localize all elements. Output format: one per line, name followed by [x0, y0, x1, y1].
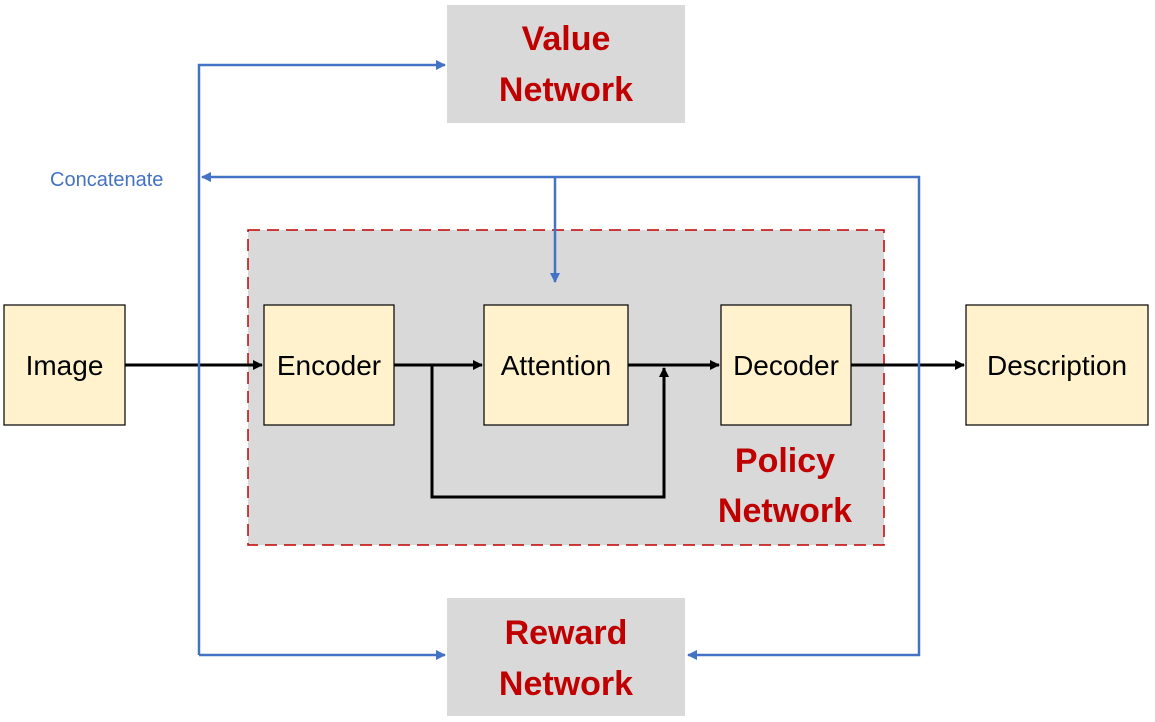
value-network-label-line2: Network: [499, 71, 633, 109]
decoder-label: Decoder: [733, 350, 839, 381]
concat-to-value-network-arrow: [197, 60, 446, 655]
value-network-box: [447, 5, 685, 123]
feedback-to-concatenate-arrow: [201, 172, 921, 365]
policy-network-label-line1: Policy: [735, 442, 835, 480]
description-feedback-to-reward-arrow: [687, 365, 921, 660]
decoder-box: [720, 304, 852, 426]
reward-network-label-line2: Network: [499, 665, 633, 703]
reward-network-box: [447, 598, 685, 716]
encoder-label: Encoder: [277, 350, 381, 381]
policy-network-label-line2: Network: [718, 492, 852, 530]
description-box: [965, 304, 1149, 426]
attention-box: [483, 304, 629, 426]
encoder-skip-connection-arrow: [430, 365, 669, 499]
encoder-box: [263, 304, 395, 426]
reward-network-label-line1: Reward: [505, 614, 628, 652]
description-label: Description: [987, 350, 1127, 381]
concatenate-label: Concatenate: [50, 169, 163, 191]
value-network-label-line1: Value: [522, 20, 611, 58]
attention-label: Attention: [501, 350, 612, 381]
image-label: Image: [26, 350, 104, 381]
